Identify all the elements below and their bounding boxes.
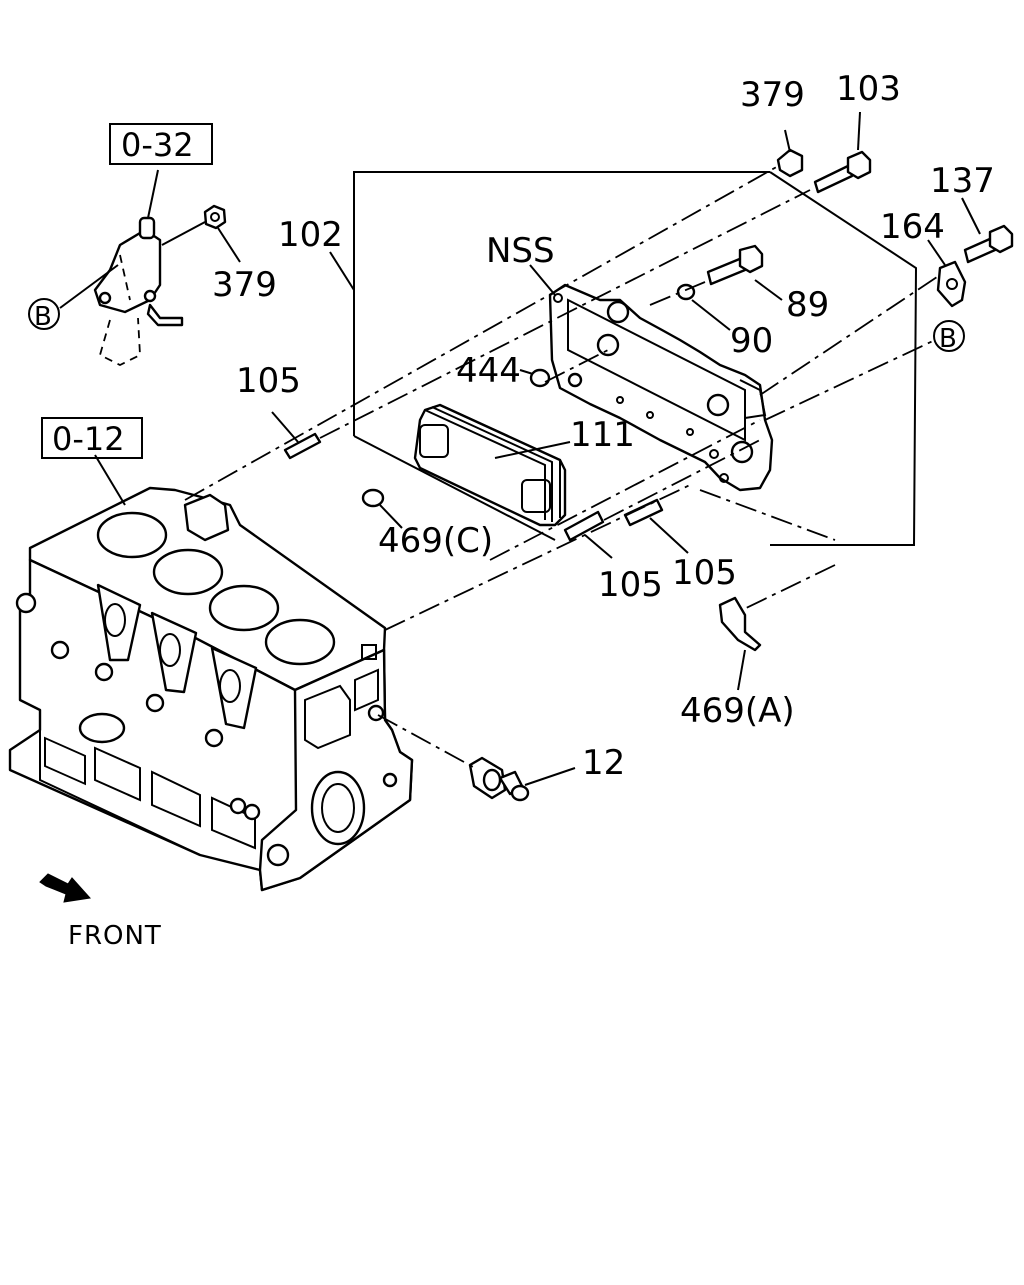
nut-379-left [203, 204, 227, 230]
connector-b-right-label: B [939, 324, 957, 354]
connector-b-left: B [28, 298, 60, 332]
callout-labels: 0-32 0-12 379 379 103 137 164 102 NSS 89… [41, 69, 995, 783]
nss-label: NSS [486, 231, 555, 271]
oring-469c [361, 488, 385, 508]
bolt-137 [963, 224, 1014, 264]
oil-pressure-switch-12 [468, 756, 530, 802]
stud-105-left-label: 105 [236, 361, 301, 401]
front-label: FRONT [68, 921, 162, 951]
nut-379-top-label: 379 [740, 75, 805, 115]
gasket-164 [936, 260, 967, 308]
connector-b-left-label: B [34, 302, 52, 332]
oil-cooler-element [413, 403, 567, 527]
stud-105-right-label: 105 [672, 553, 737, 593]
front-indicator: FRONT [39, 873, 162, 951]
block-ref-label: 0-12 [52, 420, 125, 458]
connector-b-right: B [933, 320, 965, 354]
stud-105-left [283, 432, 322, 460]
oring-444-label: 444 [456, 351, 521, 391]
gasket-164-label: 164 [880, 207, 945, 247]
switch-12-label: 12 [582, 743, 625, 783]
leader-lines [59, 111, 981, 786]
thermostat-ref-label: 0-32 [121, 126, 194, 164]
block-ref-box [41, 417, 143, 459]
stud-105-right [623, 498, 664, 527]
nut-379-top [776, 148, 804, 178]
bolt-89-label: 89 [786, 285, 829, 325]
assembly-102-label: 102 [278, 215, 343, 255]
assembly-bracket-102 [329, 171, 918, 546]
gasket-469a [718, 596, 762, 652]
stud-105-mid [563, 510, 605, 542]
thermostat-housing [93, 216, 184, 367]
stud-105-mid-label: 105 [598, 565, 663, 605]
cylinder-block [8, 486, 414, 892]
bolt-137-label: 137 [930, 161, 995, 201]
element-111-label: 111 [570, 415, 635, 455]
oring-469c-label: 469(C) [378, 521, 493, 561]
oil-cooler-case [548, 283, 774, 492]
bolt-89 [706, 244, 764, 286]
oring-444 [529, 368, 551, 388]
bolt-103 [813, 150, 872, 194]
alignment-lines [184, 164, 941, 769]
front-arrow-icon [39, 873, 91, 903]
thermostat-ref-box [109, 123, 213, 165]
washer-90-label: 90 [730, 321, 773, 361]
bolt-103-label: 103 [836, 69, 901, 109]
gasket-469a-label: 469(A) [680, 691, 795, 731]
nut-379-left-label: 379 [212, 265, 277, 305]
